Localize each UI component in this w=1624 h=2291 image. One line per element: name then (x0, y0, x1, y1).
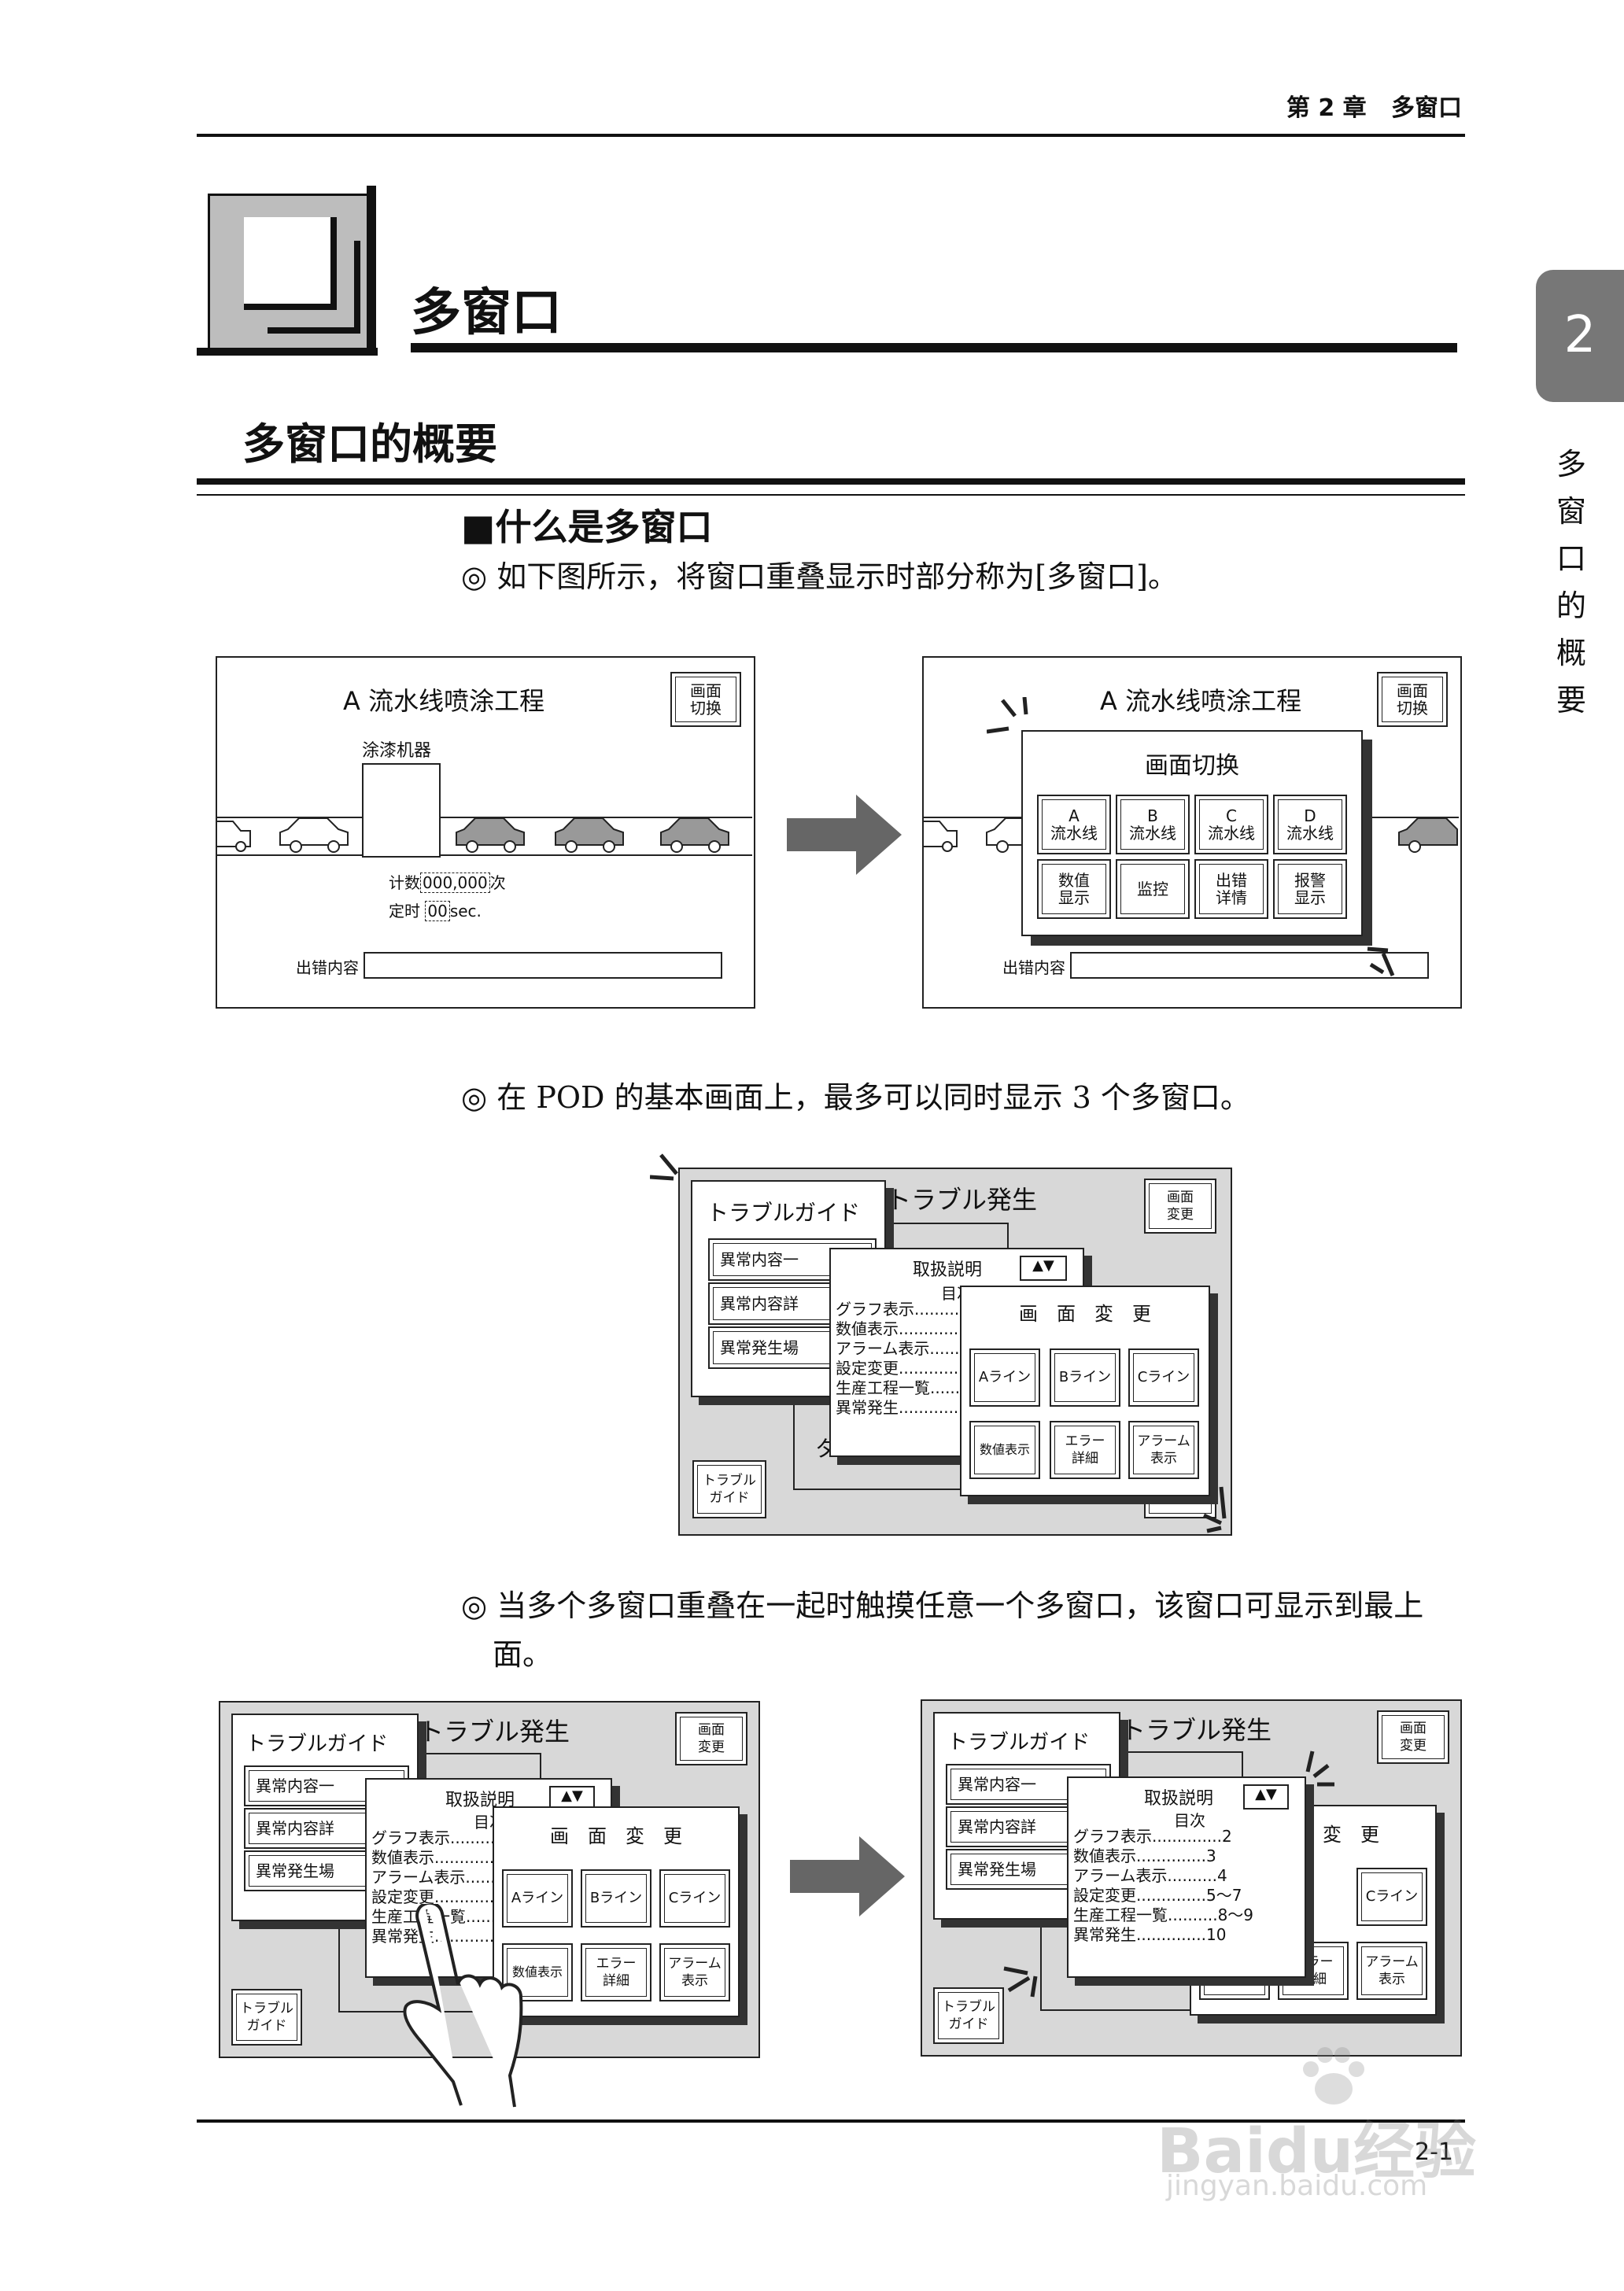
paint-machine (362, 763, 441, 858)
chapter-title: 多窗口 (411, 284, 562, 342)
error-detail-button[interactable]: 出错详情 (1194, 859, 1268, 919)
popup-title: 画面切换 (1145, 752, 1239, 780)
car-icon (555, 817, 624, 853)
value-display-button[interactable]: 数値表示 (969, 1421, 1040, 1479)
trouble-guide-button[interactable]: トラブルガイド (692, 1460, 766, 1518)
line-b-button[interactable]: Bライン (1050, 1348, 1120, 1407)
screen-switch-button-right[interactable]: 画面切换 (1377, 672, 1448, 727)
error-detail-button[interactable]: エラー詳細 (1050, 1421, 1120, 1479)
header-title: 多窗口 (1391, 94, 1462, 122)
manual-window-front: 取扱説明 ▲▼ 目次 グラフ表示..............2 数値表示....… (1067, 1776, 1306, 1978)
highlight-burst-icon (1305, 1751, 1334, 1787)
timer-value: 00 (425, 901, 450, 921)
manual-title: 取扱説明 (913, 1260, 983, 1280)
line-a-button[interactable]: Aライン (969, 1348, 1040, 1407)
value-display-button[interactable]: 数值显示 (1037, 859, 1111, 919)
paragraph-1: ◎ 如下图所示，将窗口重叠显示时部分称为[多窗口]。 (461, 559, 1178, 594)
error-detail-button[interactable]: エラー詳細 (581, 1943, 651, 2001)
line-c-button[interactable]: Cライン (1356, 1868, 1427, 1926)
scroll-buttons[interactable]: ▲▼ (1020, 1256, 1067, 1281)
side-tab-label: 多 窗 口 的 概 要 (1556, 447, 1586, 718)
chapter-icon (197, 186, 378, 357)
bg-title: トラブル発生 (886, 1185, 1038, 1215)
fig3-base-screen-right: トラブル発生 画面変更 トラブルガイド トラブルガイド 異常内容一 異常内容詳 … (921, 1699, 1462, 2057)
screen-change-button[interactable]: 画面変更 (1377, 1710, 1449, 1764)
line-c-button[interactable]: Cライン (1128, 1348, 1199, 1407)
footer-rule (197, 2119, 1465, 2123)
chapter-title-rule (411, 343, 1457, 352)
alarm-display-button[interactable]: アラーム表示 (1128, 1421, 1199, 1479)
alarm-display-button[interactable]: アラーム表示 (1356, 1942, 1427, 2000)
guide-title: トラブルガイド (707, 1200, 861, 1226)
change-title: 画 面 変 更 (1019, 1303, 1151, 1325)
error-field-right[interactable] (1070, 952, 1429, 979)
error-label: 出错内容 (296, 958, 359, 977)
car-icon (217, 821, 251, 852)
subsection-title: ■什么是多窗口 (461, 506, 713, 548)
car-icon (924, 821, 958, 852)
chapter-tab: 2 (1536, 270, 1624, 402)
screen-switch-button[interactable]: 画面切换 (670, 672, 741, 727)
highlight-burst-icon (987, 697, 1028, 734)
highlight-burst-icon (1202, 1486, 1227, 1533)
fig1-screen-title-right: A 流水线喷涂工程 (1100, 686, 1302, 716)
alarm-display-button[interactable]: 报警显示 (1273, 859, 1347, 919)
line-c-button[interactable]: Cライン (659, 1869, 730, 1928)
screen-change-button[interactable]: 画面変更 (675, 1712, 747, 1765)
arrow-right-icon (787, 795, 902, 875)
section-title: 多窗口的概要 (242, 419, 497, 469)
car-icon (279, 817, 349, 853)
highlight-burst-icon (650, 1153, 678, 1181)
paw-icon (1303, 2047, 1364, 2105)
watermark-logo: Baidu经验 jingyan.baidu.com (1157, 2046, 1534, 2203)
highlight-burst-icon (1003, 1966, 1038, 1998)
touching-hand-icon (403, 1904, 523, 2108)
chapter-number: 第 2 章 (1286, 94, 1367, 122)
screen-change-button[interactable]: 画面変更 (1144, 1179, 1216, 1234)
car-icon (660, 817, 729, 853)
arrow-right-icon (790, 1836, 905, 1917)
error-label-right: 出错内容 (1002, 958, 1065, 977)
section-rule-thin (197, 494, 1465, 496)
conveyor-line-lower (217, 854, 752, 856)
screen-change-window: 画 面 変 更 Aライン Bライン Cライン 数値表示 エラー詳細 アラーム表示 (493, 1806, 740, 2017)
screen-change-window: 画 面 変 更 Aライン Bライン Cライン 数値表示 エラー詳細 アラーム表示 (960, 1286, 1210, 1496)
trouble-guide-button[interactable]: トラブルガイド (933, 1987, 1004, 2044)
scroll-buttons[interactable]: ▲▼ (1243, 1784, 1289, 1810)
highlight-burst-icon (1367, 946, 1395, 976)
machine-label: 涂漆机器 (362, 741, 432, 761)
line-a-button[interactable]: Aライン (502, 1869, 573, 1928)
chapter-tab-number: 2 (1563, 306, 1596, 364)
paragraph-3: ◎ 当多个多窗口重叠在一起时触摸任意一个多窗口，该窗口可显示到最上 面。 (461, 1588, 1424, 1672)
page-number: 2-1 (1415, 2138, 1453, 2166)
trouble-guide-button[interactable]: トラブルガイド (231, 1989, 302, 2046)
car-icon (986, 817, 1023, 853)
error-field[interactable] (364, 952, 722, 979)
alarm-display-button[interactable]: アラーム表示 (659, 1943, 730, 2001)
fig1-screen-title: A 流水线喷涂工程 (343, 686, 545, 716)
car-icon (456, 817, 525, 853)
paragraph-2: ◎ 在 POD 的基本画面上，最多可以同时显示 3 个多窗口。 (461, 1080, 1250, 1115)
running-header: 第 2 章 多窗口 (1281, 88, 1462, 123)
monitor-button[interactable]: 监控 (1116, 859, 1190, 919)
count-value: 000,000 (420, 872, 490, 893)
car-icon (1398, 817, 1458, 853)
header-rule (197, 134, 1465, 137)
line-b-button[interactable]: Bライン (581, 1869, 651, 1928)
section-rule-thick (197, 478, 1465, 485)
